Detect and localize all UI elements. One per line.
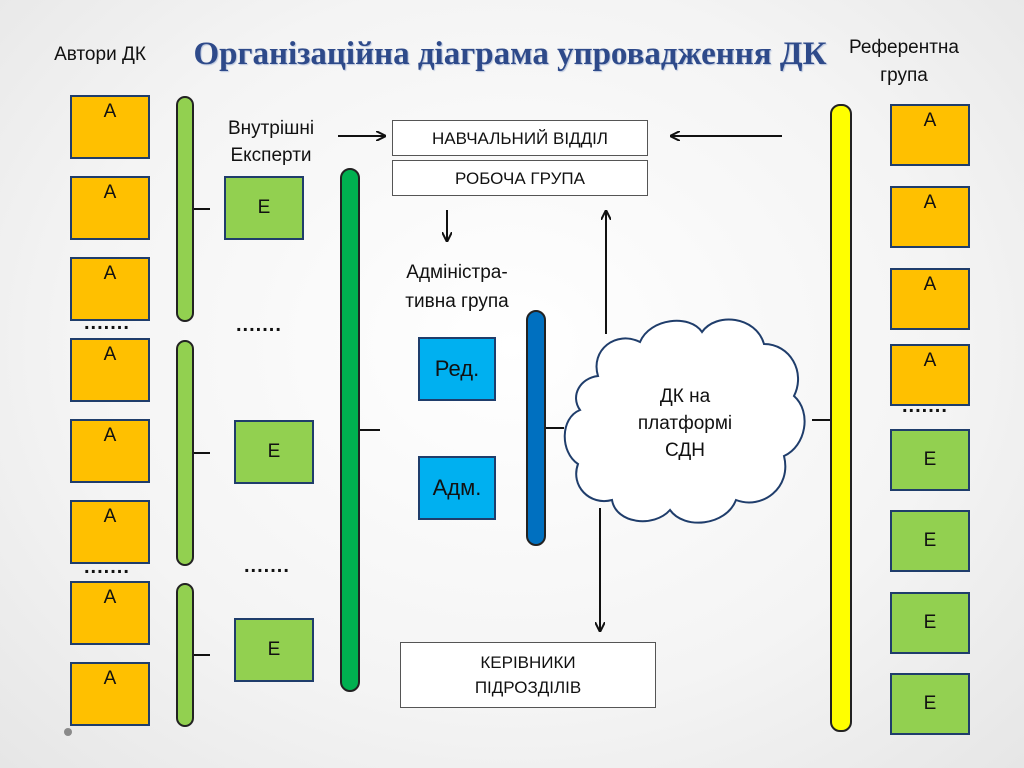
expert-box: Е	[234, 618, 314, 682]
reference-expert-box: Е	[890, 673, 970, 735]
reference-author-box: А	[890, 186, 970, 248]
ellipsis: .......	[244, 555, 290, 577]
author-group-bar	[176, 340, 194, 566]
author-box: А	[70, 257, 150, 321]
reference-group-label: Референтна група	[849, 37, 959, 86]
reference-expert-box: Е	[890, 429, 970, 491]
working-group-box: РОБОЧА ГРУПА	[392, 160, 648, 196]
admin-box: Адм.	[418, 456, 496, 520]
admin-group-label: Адміністра- тивна група	[405, 262, 509, 312]
authors-label: Автори ДК	[54, 44, 146, 65]
editor-box: Ред.	[418, 337, 496, 401]
ellipsis: .......	[236, 314, 282, 336]
author-box: А	[70, 419, 150, 483]
reference-group-bar	[830, 104, 852, 732]
admin-group-bar	[526, 310, 546, 546]
internal-experts-label: Внутрішні Експерти	[227, 118, 315, 166]
ellipsis: .......	[84, 312, 130, 334]
author-box: А	[70, 581, 150, 645]
author-box: А	[70, 338, 150, 402]
reference-expert-box: Е	[890, 510, 970, 572]
ellipsis: .......	[84, 556, 130, 578]
author-box: А	[70, 662, 150, 726]
reference-author-box: А	[890, 344, 970, 406]
experts-group-bar	[340, 168, 360, 692]
author-group-bar	[176, 96, 194, 322]
reference-expert-box: Е	[890, 592, 970, 654]
training-department-box: НАВЧАЛЬНИЙ ВІДДІЛ	[392, 120, 648, 156]
author-group-bar	[176, 583, 194, 727]
expert-box: Е	[224, 176, 304, 240]
expert-box: Е	[234, 420, 314, 484]
reference-author-box: А	[890, 268, 970, 330]
department-managers-box: КЕРІВНИКИ ПІДРОЗДІЛІВ	[400, 642, 656, 708]
author-box: А	[70, 95, 150, 159]
slide-corner-dot	[64, 728, 72, 736]
cloud-label: ДК на платформі СДН	[637, 386, 733, 461]
reference-author-box: А	[890, 104, 970, 166]
author-box: А	[70, 176, 150, 240]
page-title: Організаційна діаграма упровадження ДК	[193, 36, 827, 72]
author-box: А	[70, 500, 150, 564]
cloud-shape	[563, 318, 806, 524]
ellipsis: .......	[902, 395, 948, 417]
